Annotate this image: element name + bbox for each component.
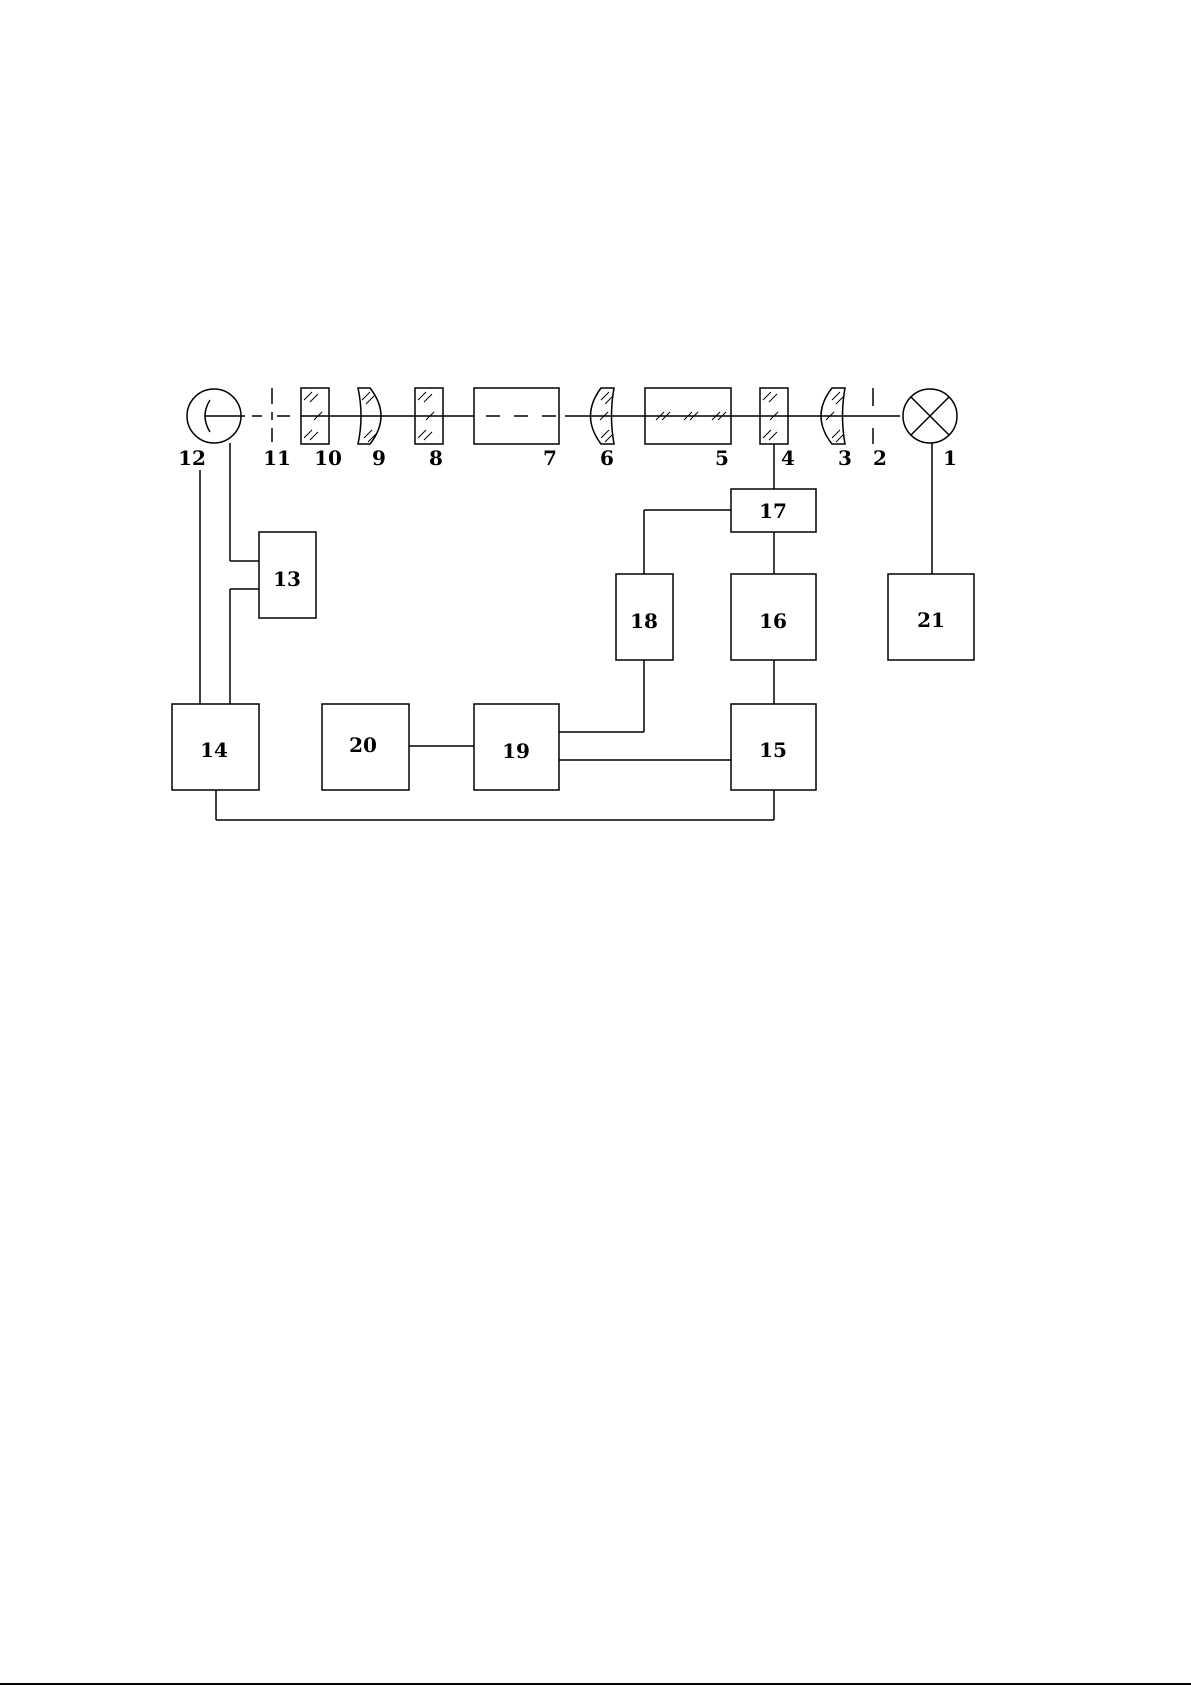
light-source-icon [903,389,957,443]
label-3: 3 [838,446,852,470]
label-4: 4 [781,446,795,470]
block-19: 19 [474,704,559,790]
label-2: 2 [873,446,887,470]
label-7: 7 [543,446,557,470]
block-label-17: 17 [759,499,787,523]
block-label-20: 20 [349,733,377,757]
block-15: 15 [731,704,816,790]
component-labels: 12 11 10 9 8 7 6 5 4 3 2 1 [178,446,957,470]
block-16: 16 [731,574,816,660]
block-label-16: 16 [759,609,787,633]
block-18: 18 [616,574,673,660]
block-14: 14 [172,704,259,790]
block-17: 17 [731,489,816,532]
block-label-21: 21 [917,608,945,632]
label-11: 11 [263,446,291,470]
label-9: 9 [372,446,386,470]
block-label-18: 18 [630,609,658,633]
connection-lines [200,443,932,820]
label-6: 6 [600,446,614,470]
label-8: 8 [429,446,443,470]
block-label-19: 19 [502,739,530,763]
label-5: 5 [715,446,729,470]
block-13: 13 [259,532,316,618]
label-1: 1 [943,446,957,470]
label-10: 10 [314,446,342,470]
label-12: 12 [178,446,206,470]
block-label-13: 13 [273,567,301,591]
block-20: 20 [322,704,409,790]
block-21: 21 [888,574,974,660]
block-label-14: 14 [200,738,228,762]
block-label-15: 15 [759,738,787,762]
